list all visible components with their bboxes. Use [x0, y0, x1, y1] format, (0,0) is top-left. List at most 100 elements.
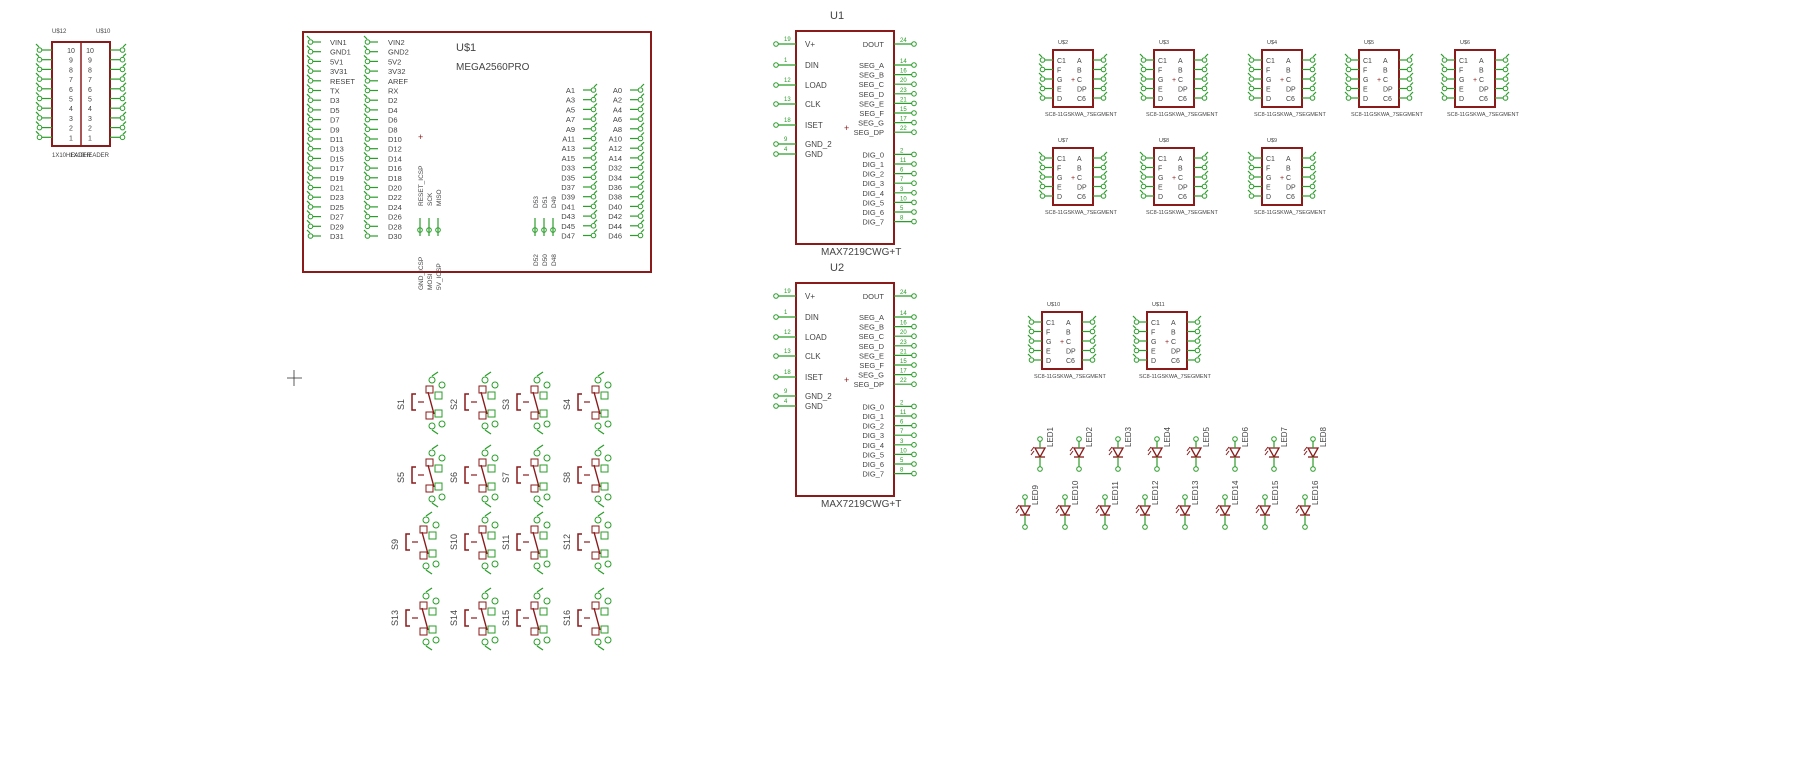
seg-5-stub-r-0-end — [1502, 57, 1509, 63]
max-1-right-4: SEG_D — [859, 90, 885, 99]
mega-col1-stub-6-end — [307, 97, 314, 103]
seg-1-lbl-r-1: B — [1077, 68, 1082, 75]
mega-pin-col1-12: D15 — [330, 154, 344, 163]
led-2-end-top — [1076, 436, 1082, 442]
max-2-right-num-5: 21 — [900, 349, 907, 355]
led-13-label: LED13 — [1191, 480, 1200, 505]
header-pin-left-6: 5 — [69, 97, 73, 104]
max-1-right-14: DIG_5 — [862, 198, 884, 207]
seg-4-stub-r-3-net — [1409, 82, 1414, 86]
seg-10-stub-l-2-net — [1132, 334, 1137, 339]
switch-s13-end-top — [422, 592, 430, 600]
mega-col1-stub-16-end — [307, 194, 314, 200]
switch-s9-end-bottom2 — [432, 560, 440, 568]
mega-col2-stub-18-end — [364, 213, 371, 220]
switch-s2-end-bottom2 — [491, 420, 499, 428]
max-2-right-end-11 — [911, 422, 917, 429]
switch-s16-bracket — [577, 609, 582, 627]
seg-4-stub-l-1-end — [1345, 66, 1352, 73]
switch-s6-net-top — [484, 444, 492, 450]
seg-10-stub-r-0-net — [1197, 315, 1202, 320]
max-1-right-num-11: 6 — [900, 168, 904, 174]
switch-s13-end-bottom — [422, 638, 430, 646]
seg-4-name: U$5 — [1364, 40, 1374, 46]
switch-s8-end-top2 — [604, 454, 612, 462]
seg-3-lbl-l-3: E — [1266, 87, 1271, 94]
mega-rightb-stub-11-end — [637, 193, 644, 200]
led-8-ray2 — [1303, 450, 1308, 456]
mega-pin-col1-16: D23 — [330, 193, 344, 202]
max-2-right-end-2 — [911, 323, 917, 330]
max-1-right-num-5: 21 — [900, 97, 907, 103]
seg-7-lbl-r-2: C — [1178, 175, 1183, 182]
led-12-label: LED12 — [1151, 480, 1160, 505]
mega-col2-stub-13-net — [363, 161, 368, 166]
seg-2-lbl-l-2: G — [1158, 77, 1163, 84]
switch-s8-bracket — [577, 466, 582, 484]
mega-col2-stub-19-net — [363, 219, 368, 224]
switch-s10-pin1 — [478, 525, 487, 534]
mega-rightb-stub-8-end — [637, 164, 644, 171]
seg-4-stub-l-0-end — [1345, 57, 1352, 63]
seg-10-stub-r-0-end — [1194, 319, 1201, 325]
seg-1-stub-r-1-end — [1100, 66, 1107, 73]
header-left-stub-9-net — [35, 121, 40, 126]
seg-2-stub-l-2-net — [1139, 72, 1144, 77]
switch-s9-pin3 — [419, 551, 428, 560]
mega-pin-col1-0: VIN1 — [330, 38, 347, 47]
mega-rightb-stub-5-end — [637, 135, 644, 142]
mega-icsp-end-1 — [426, 227, 432, 233]
switch-s5-bracket — [411, 466, 416, 484]
header-right-stub-8-end — [119, 115, 126, 121]
switch-s4-pin3 — [591, 411, 600, 420]
max-2-left-end-5 — [773, 393, 779, 399]
switch-s14-end-top2 — [491, 597, 499, 605]
seg-6-stub-r-3-net — [1103, 180, 1108, 184]
switch-s9-end-top — [422, 516, 430, 524]
switch-s12-pin2 — [600, 531, 609, 540]
seg-9-lbl-r-3: DP — [1066, 349, 1076, 356]
mega-col1-stub-17-net — [306, 200, 311, 205]
switch-s3-pin4 — [539, 409, 548, 418]
mega-righta-stub-0-end — [590, 87, 597, 93]
seg-5-stub-r-2-end — [1502, 76, 1509, 82]
max-1-right-10: DIG_1 — [862, 160, 884, 169]
mega-pin-col2-9: D8 — [388, 125, 398, 134]
seg-1-stub-l-0-end — [1039, 57, 1046, 63]
switch-s10-end-bottom2 — [491, 560, 499, 568]
mega-col1-stub-2-end — [307, 58, 314, 65]
seg-5-lbl-l-4: D — [1459, 96, 1464, 103]
max-1-right-6: SEG_F — [859, 109, 884, 118]
switch-s6-pin2 — [487, 464, 496, 473]
seg-2-lbl-r-0: A — [1178, 58, 1183, 65]
seg-4-stub-r-4-end — [1406, 95, 1413, 101]
mega-col1-stub-0-net — [306, 35, 311, 40]
mega-col2-stub-5-net — [363, 84, 368, 88]
switch-s15-pin3 — [530, 627, 539, 636]
mega-pin-col2-13: D16 — [388, 164, 402, 173]
led-12-end-bottom — [1142, 524, 1148, 530]
mega-rightb-stub-15-net — [640, 229, 645, 233]
header-pin-left-2: 9 — [69, 58, 73, 65]
mega-col1-stub-5-end — [307, 87, 314, 94]
switch-s15-pin2 — [539, 607, 548, 616]
max-1-right-end-11 — [911, 170, 917, 177]
mega-righta-stub-10-end — [590, 184, 597, 190]
mega-pin-col2-5: RX — [388, 87, 398, 96]
max-1-right-num-2: 16 — [900, 69, 907, 75]
mega-mid-bottom-0: D52 — [533, 254, 540, 266]
mega-righta-stub-6-net — [593, 141, 598, 146]
seg-4-lbl-r-0: A — [1383, 58, 1388, 65]
mega-pin-col2-12: D14 — [388, 154, 402, 163]
max-1-right-end-2 — [911, 71, 917, 78]
seg-4-stub-l-2-net — [1344, 72, 1349, 77]
mega-col1-stub-18-end — [307, 213, 314, 220]
seg-8-stub-r-1-end — [1309, 164, 1316, 171]
seg-6-name: U$7 — [1058, 138, 1068, 144]
header-right-stub-9-net — [122, 121, 127, 126]
seg-9-lbl-l-3: E — [1046, 349, 1051, 356]
seg-7-stub-l-4-net — [1139, 189, 1144, 194]
seg-4-stub-r-2-end — [1406, 76, 1413, 82]
switch-s6-bracket — [464, 466, 469, 484]
